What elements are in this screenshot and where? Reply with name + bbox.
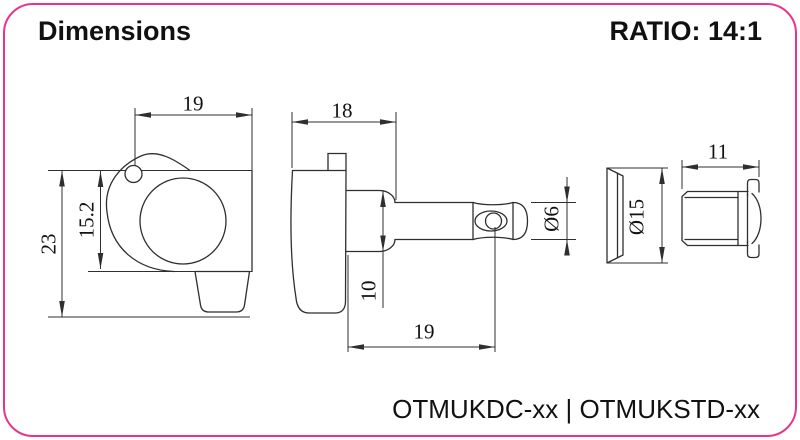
flange-arc: [751, 192, 762, 245]
side-post-diameter-dim: Ø6: [539, 206, 564, 232]
capstan-bottom: [472, 236, 514, 241]
front-view-drawing: [48, 153, 253, 318]
side-post-length-dim: 19: [413, 319, 435, 344]
side-width-dim: 18: [331, 98, 353, 123]
housing-bottom: [345, 238, 396, 253]
flange-edge-outline: [606, 167, 624, 264]
button-tab: [327, 152, 347, 172]
front-width-dim: 19: [182, 91, 204, 116]
front-total-height-dim: 23: [36, 233, 61, 255]
side-view-drawing: [290, 152, 529, 314]
gear-cover-circle: [139, 177, 227, 265]
bushing-flange-diameter-dim: Ø15: [624, 198, 649, 236]
capstan-top: [472, 201, 514, 206]
side-view-dimensions: [291, 112, 576, 352]
bushing-body: [681, 190, 739, 247]
string-hole: [484, 212, 503, 230]
pink-border-frame: [3, 3, 797, 437]
front-plate-height-dim: 15.2: [74, 201, 99, 239]
bushing-side-drawing: [681, 160, 762, 259]
flange-top-ear: [746, 178, 760, 197]
cover-plate-outline: [105, 153, 191, 273]
housing-top: [345, 189, 396, 204]
flange-bottom-ear: [746, 240, 760, 259]
front-view-dimensions: [59, 108, 253, 317]
post-end-cap: [512, 201, 529, 241]
bushing-flange-drawing: [606, 167, 668, 264]
button-side: [290, 169, 347, 314]
gear-ratio-label: RATIO: 14:1: [609, 16, 762, 46]
bushing-length-dim: 11: [707, 139, 729, 164]
screw-hole: [124, 164, 143, 184]
side-housing-height-dim: 10: [356, 280, 381, 302]
page-title: Dimensions: [38, 16, 192, 46]
button-front: [194, 270, 251, 313]
model-codes: OTMUKDC-xx | OTMUKSTD-xx: [392, 394, 760, 424]
